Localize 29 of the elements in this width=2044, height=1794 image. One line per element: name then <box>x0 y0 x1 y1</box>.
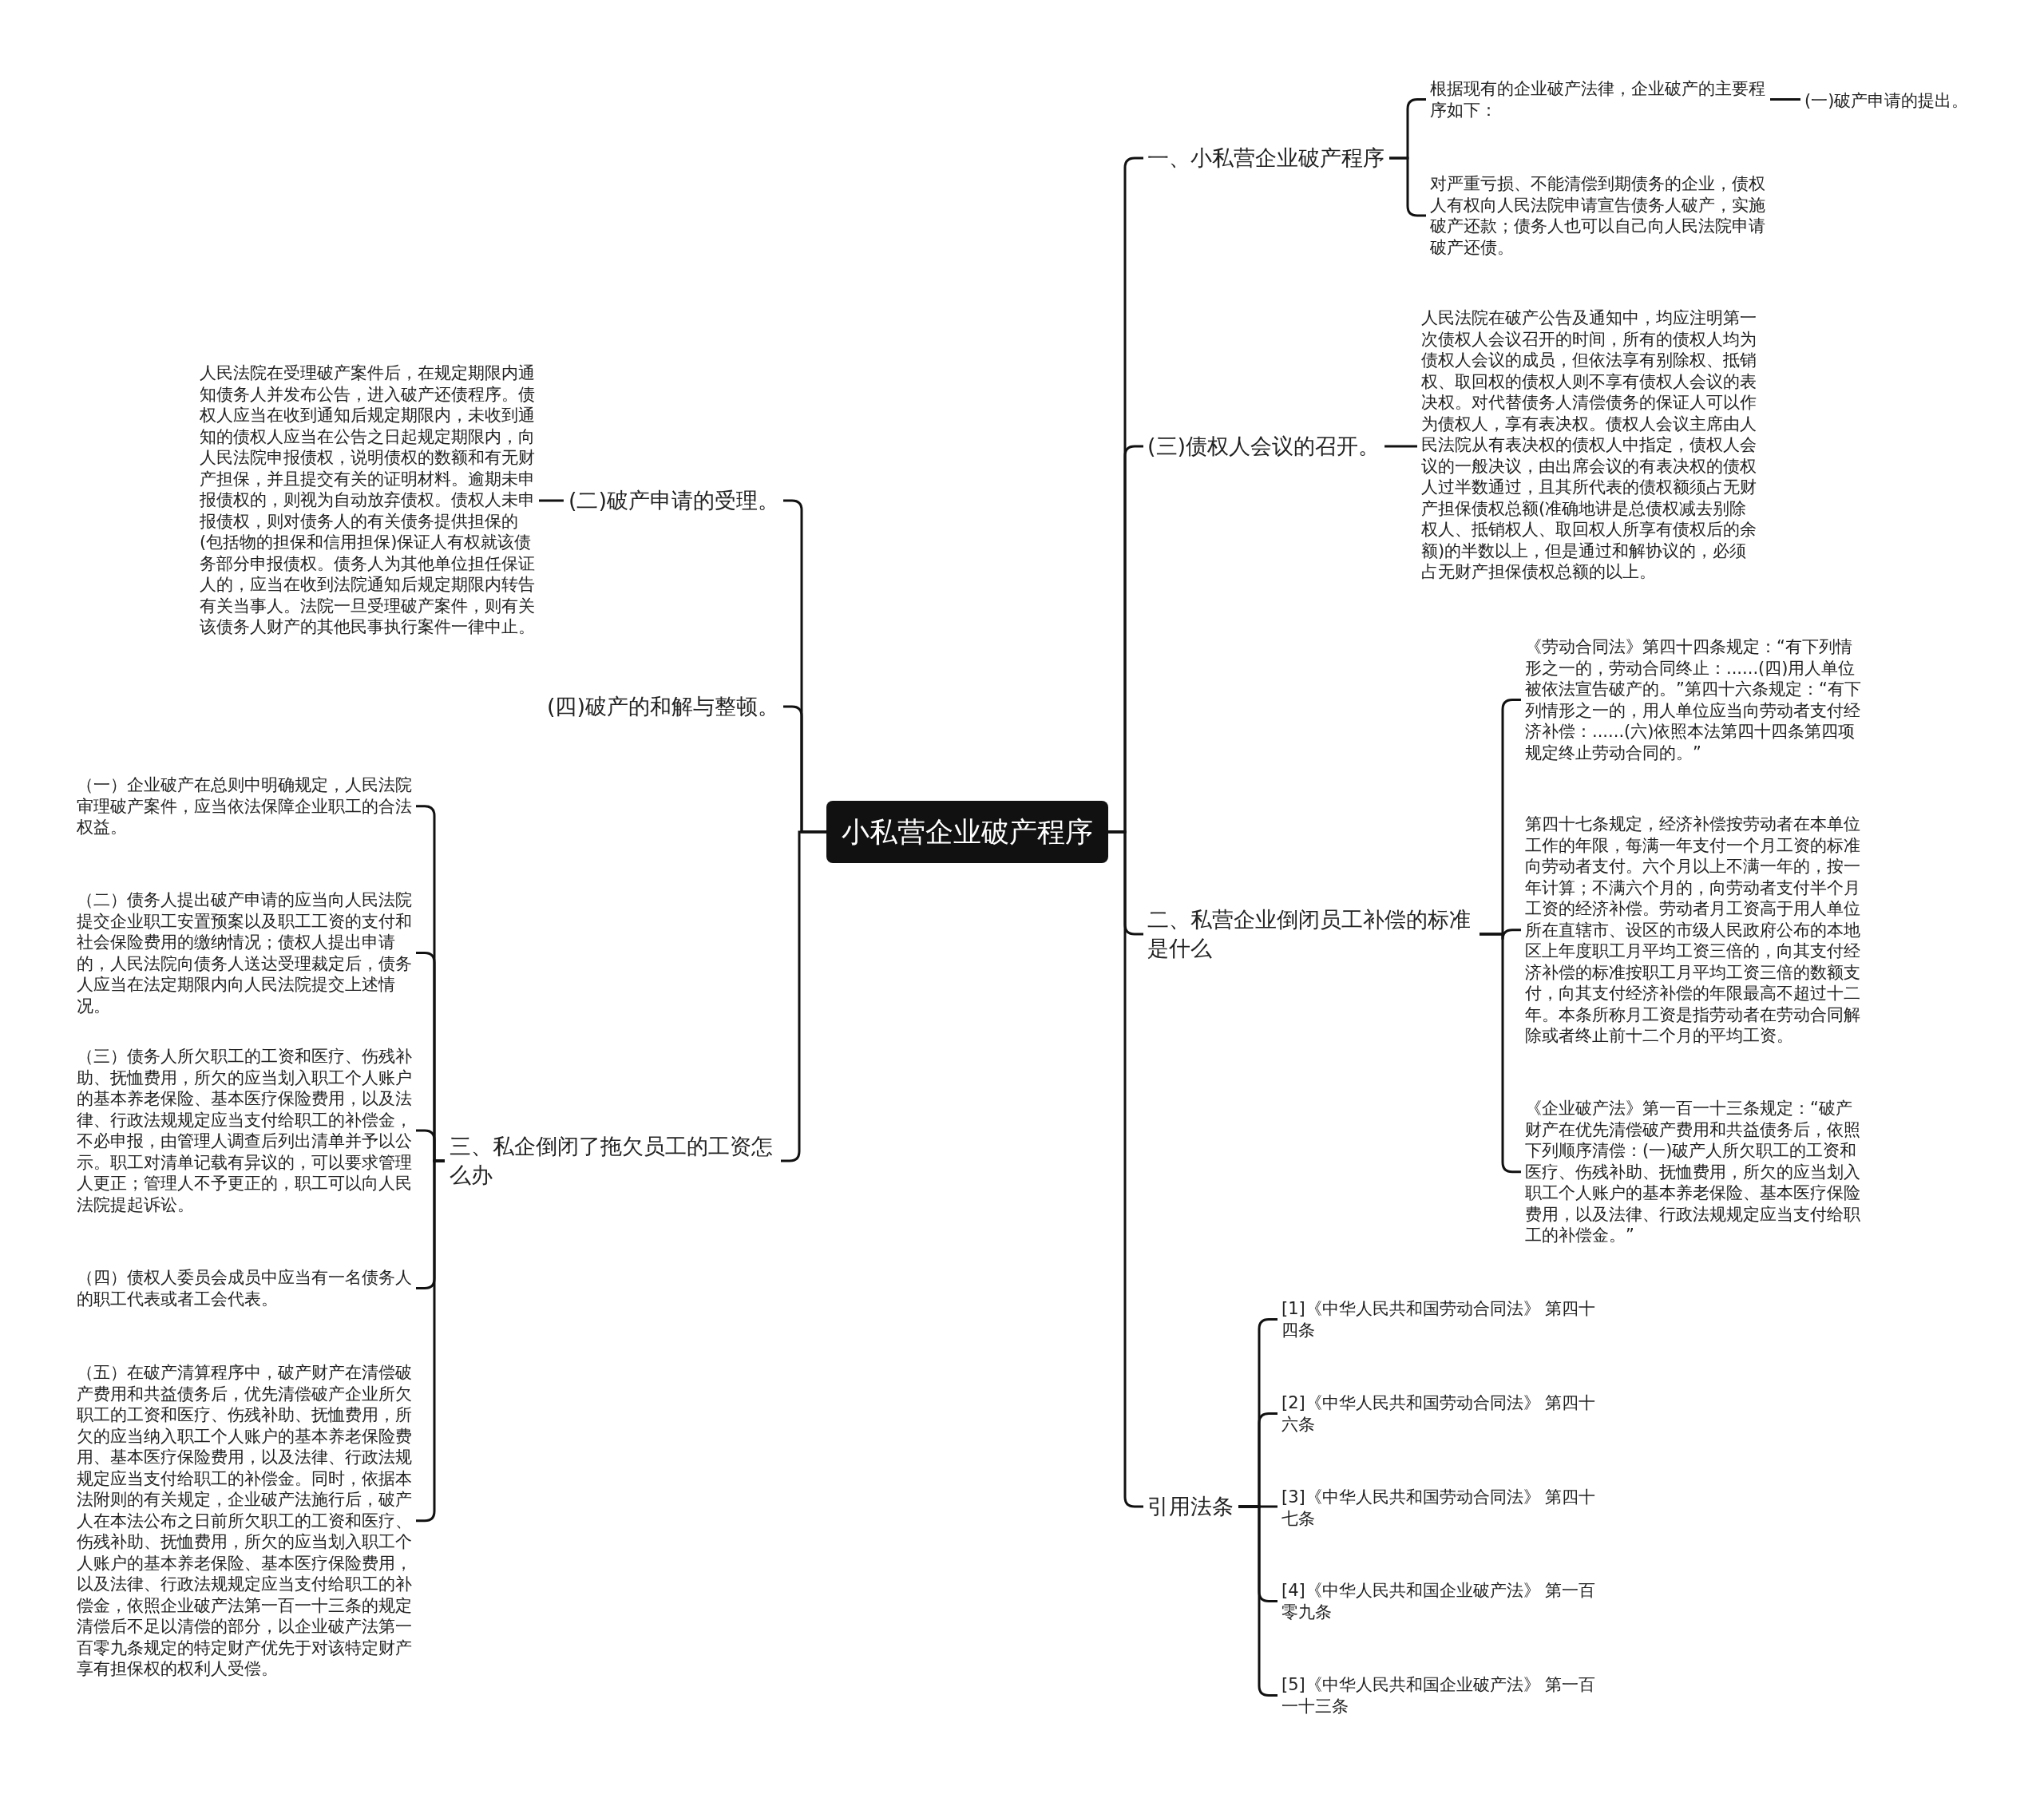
branch-topic: 一、小私营企业破产程序 <box>1147 144 1384 172</box>
branch-topic: 引用法条 <box>1147 1492 1234 1521</box>
leaf-text: [5]《中华人民共和国企业破产法》 第一百一十三条 <box>1281 1674 1609 1717</box>
connector-line <box>1384 445 1417 448</box>
leaf-text: （三）债务人所欠职工的工资和医疗、伤残补助、抚恤费用，所欠的应当划入职工个人账户的基本养老保险、基本医疗保险费用，以及法律、行政法规规定应当支付给职工的补偿金，不必申报，由管理人调查后列出清单并予以公示。职工对清单记载有异议的，可以要求管理人更正；管理人不予更正的，职工可以向人民法院提起诉讼。 <box>77 1046 412 1215</box>
leaf-text: （五）在破产清算程序中，破产财产在清偿破产费用和共益债务后，优先清偿破产企业所欠职工的工资和医疗、伤残补助、抚恤费用，所欠的应当纳入职工个人账户的基本养老保险费用、基本医疗保险费用，以及法律、行政法规规定应当支付给职工的补偿金。同时，依据本法附则的有关规定，企业破产法施行后，破产人在本法公布之日前所欠职工的工资和医疗、伤残补助、抚恤费用，所欠的应当划入职工个人账户的基本养老保险、基本医疗保险费用，以及法律、行政法规规定应当支付给职工的补偿金，依照企业破产法第一百一十三条的规定清偿后不足以清偿的部分，以企业破产法第一百零九条规定的特定财产优先于对该特定财产享有担保权的权利人受偿。 <box>77 1362 412 1680</box>
leaf-text: [2]《中华人民共和国劳动合同法》 第四十六条 <box>1281 1392 1609 1435</box>
central-topic: 小私营企业破产程序 <box>826 801 1108 863</box>
leaf-text: （四）债权人委员会成员中应当有一名债务人的职工代表或者工会代表。 <box>77 1267 412 1309</box>
branch-topic: (四)破产的和解与整顿。 <box>546 692 779 721</box>
leaf-text: 第四十七条规定，经济补偿按劳动者在本单位工作的年限，每满一年支付一个月工资的标准向劳动者支付。六个月以上不满一年的，按一年计算；不满六个月的，向劳动者支付半个月工资的经济补偿。劳动者月工资高于用人单位所在直辖市、设区的市级人民政府公布的本地区上年度职工月平均工资三倍的，向其支付经济补偿的标准按职工月平均工资三倍的数额支付，向其支付经济补偿的年限最高不超过十二年。本条所称月工资是指劳动者在劳动合同解除或者终止前十二个月的平均工资。 <box>1525 814 1864 1047</box>
leaf-text: 根据现有的企业破产法律，企业破产的主要程序如下： <box>1430 78 1765 121</box>
connector-line <box>539 499 564 502</box>
leaf-text: 《企业破产法》第一百一十三条规定：“破产财产在优先清偿破产费用和共益债务后，依照下列顺序清偿：(一)破产人所欠职工的工资和医疗、伤残补助、抚恤费用，所欠的应当划入职工个人账户的基本养老保险、基本医疗保险费用，以及法律、行政法规规定应当支付给职工的补偿金。” <box>1525 1098 1864 1246</box>
leaf-text: [3]《中华人民共和国劳动合同法》 第四十七条 <box>1281 1487 1609 1529</box>
leaf-text: [4]《中华人民共和国企业破产法》 第一百零九条 <box>1281 1580 1609 1622</box>
branch-topic: 三、私企倒闭了拖欠员工的工资怎么办 <box>450 1132 777 1190</box>
leaf-text: 人民法院在受理破产案件后，在规定期限内通知债务人并发布公告，进入破产还债程序。债权人应当在收到通知后规定期限内，未收到通知的债权人应当在公告之日起规定期限内，向人民法院申报债权，说明债权的数额和有无财产担保，并且提交有关的证明材料。逾期未申报债权的，则视为自动放弃债权。债权人未申报债权，则对债务人的有关债务提供担保的(包括物的担保和信用担保)保证人有权就该债务部分申报债权。债务人为其他单位担任保证人的，应当在收到法院通知后规定期限内转告有关当事人。法院一旦受理破产案件，则有关该债务人财产的其他民事执行案件一律中止。 <box>200 362 535 638</box>
branch-topic: (二)破产申请的受理。 <box>568 486 779 515</box>
leaf-text: 《劳动合同法》第四十四条规定：“有下列情形之一的，劳动合同终止：......(四)用人单位被依法宣告破产的。”第四十六条规定：“有下列情形之一的，用人单位应当向劳动者支付经济补偿：......(六)依照本法第四十四条第四项规定终止劳动合同的。” <box>1525 636 1864 763</box>
connector-line <box>1770 98 1800 101</box>
leaf-text: [1]《中华人民共和国劳动合同法》 第四十四条 <box>1281 1298 1609 1341</box>
leaf-text: (一)破产申请的提出。 <box>1804 90 1969 112</box>
branch-topic: 二、私营企业倒闭员工补偿的标准是什么 <box>1147 905 1475 963</box>
leaf-text: 对严重亏损、不能清偿到期债务的企业，债权人有权向人民法院申请宣告债务人破产，实施破产还款；债务人也可以自己向人民法院申请破产还债。 <box>1430 173 1765 258</box>
leaf-text: 人民法院在破产公告及通知中，均应注明第一次债权人会议召开的时间，所有的债权人均为债权人会议的成员，但依法享有别除权、抵销权、取回权的债权人则不享有债权人会议的表决权。对代替债务人清偿债务的保证人可以作为债权人，享有表决权。债权人会议主席由人民法院从有表决权的债权人中指定，债权人会议的一般决议，由出席会议的有表决权的债权人过半数通过，且其所代表的债权额须占无财产担保债权总额(准确地讲是总债权减去别除权人、抵销权人、取回权人所享有债权后的余额)的半数以上，但是通过和解协议的，必须占无财产担保债权总额的以上。 <box>1421 307 1761 583</box>
leaf-text: （一）企业破产在总则中明确规定，人民法院审理破产案件，应当依法保障企业职工的合法权益。 <box>77 774 412 838</box>
leaf-text: （二）债务人提出破产申请的应当向人民法院提交企业职工安置预案以及职工工资的支付和社会保险费用的缴纳情况；债权人提出申请的，人民法院向债务人送达受理裁定后，债务人应当在法定期限内向人民法院提交上述情况。 <box>77 889 412 1016</box>
branch-topic: (三)债权人会议的召开。 <box>1147 432 1380 461</box>
